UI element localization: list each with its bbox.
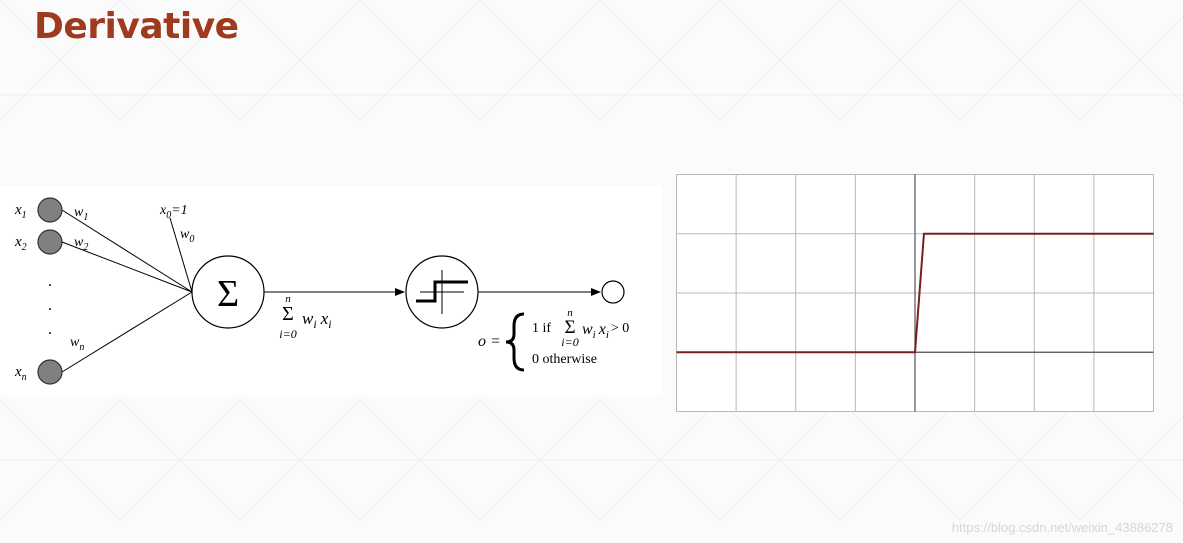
output-case1-symbol: Σ <box>564 317 575 338</box>
weight-label-wn: wn <box>70 335 84 353</box>
ellipsis-dot: . <box>48 273 52 290</box>
step-series-line <box>676 232 1154 354</box>
weight-label-w2: w2 <box>74 235 88 253</box>
output-case1-prefix: 1 if <box>532 321 551 336</box>
input-node-xn <box>37 359 63 385</box>
output-case1-upper: n <box>567 307 573 319</box>
summation-symbol: Σ <box>217 273 239 315</box>
step-function-chart <box>676 174 1154 412</box>
sum-expr-upper: n <box>285 293 291 305</box>
input-label-x1: x1 <box>14 202 27 221</box>
input-label-x2: x2 <box>14 234 27 253</box>
input-label-xn: xn <box>14 364 27 383</box>
output-lhs: o = <box>478 333 501 350</box>
watermark-text: https://blog.csdn.net/weixin_43886278 <box>951 520 1173 535</box>
edge-x1 <box>61 209 193 293</box>
output-case1-lower: i=0 <box>561 335 578 349</box>
ellipsis-dot: . <box>48 297 52 314</box>
output-case2: 0 otherwise <box>532 352 597 367</box>
output-brace <box>505 312 525 372</box>
weight-label-w1: w1 <box>74 205 88 223</box>
chart-series <box>676 232 1154 354</box>
bias-label: x0=1 <box>159 203 188 221</box>
edge-x2 <box>61 241 193 293</box>
output-node <box>601 280 625 304</box>
ellipsis-dot: . <box>48 321 52 338</box>
bias-weight-label: w0 <box>180 227 194 245</box>
sum-expr-lower: i=0 <box>279 327 296 341</box>
input-node-x1 <box>37 197 63 223</box>
edge-xn <box>61 291 193 373</box>
perceptron-diagram: x1 x2 xn . . . w1 w2 wn x0=1 w0 Σ <box>0 186 662 396</box>
sum-expr-symbol: Σ <box>282 303 294 325</box>
edge-x0 <box>169 217 193 293</box>
input-node-x2 <box>37 229 63 255</box>
slide-title: Derivative <box>34 6 239 47</box>
step-function-icon <box>416 270 468 314</box>
